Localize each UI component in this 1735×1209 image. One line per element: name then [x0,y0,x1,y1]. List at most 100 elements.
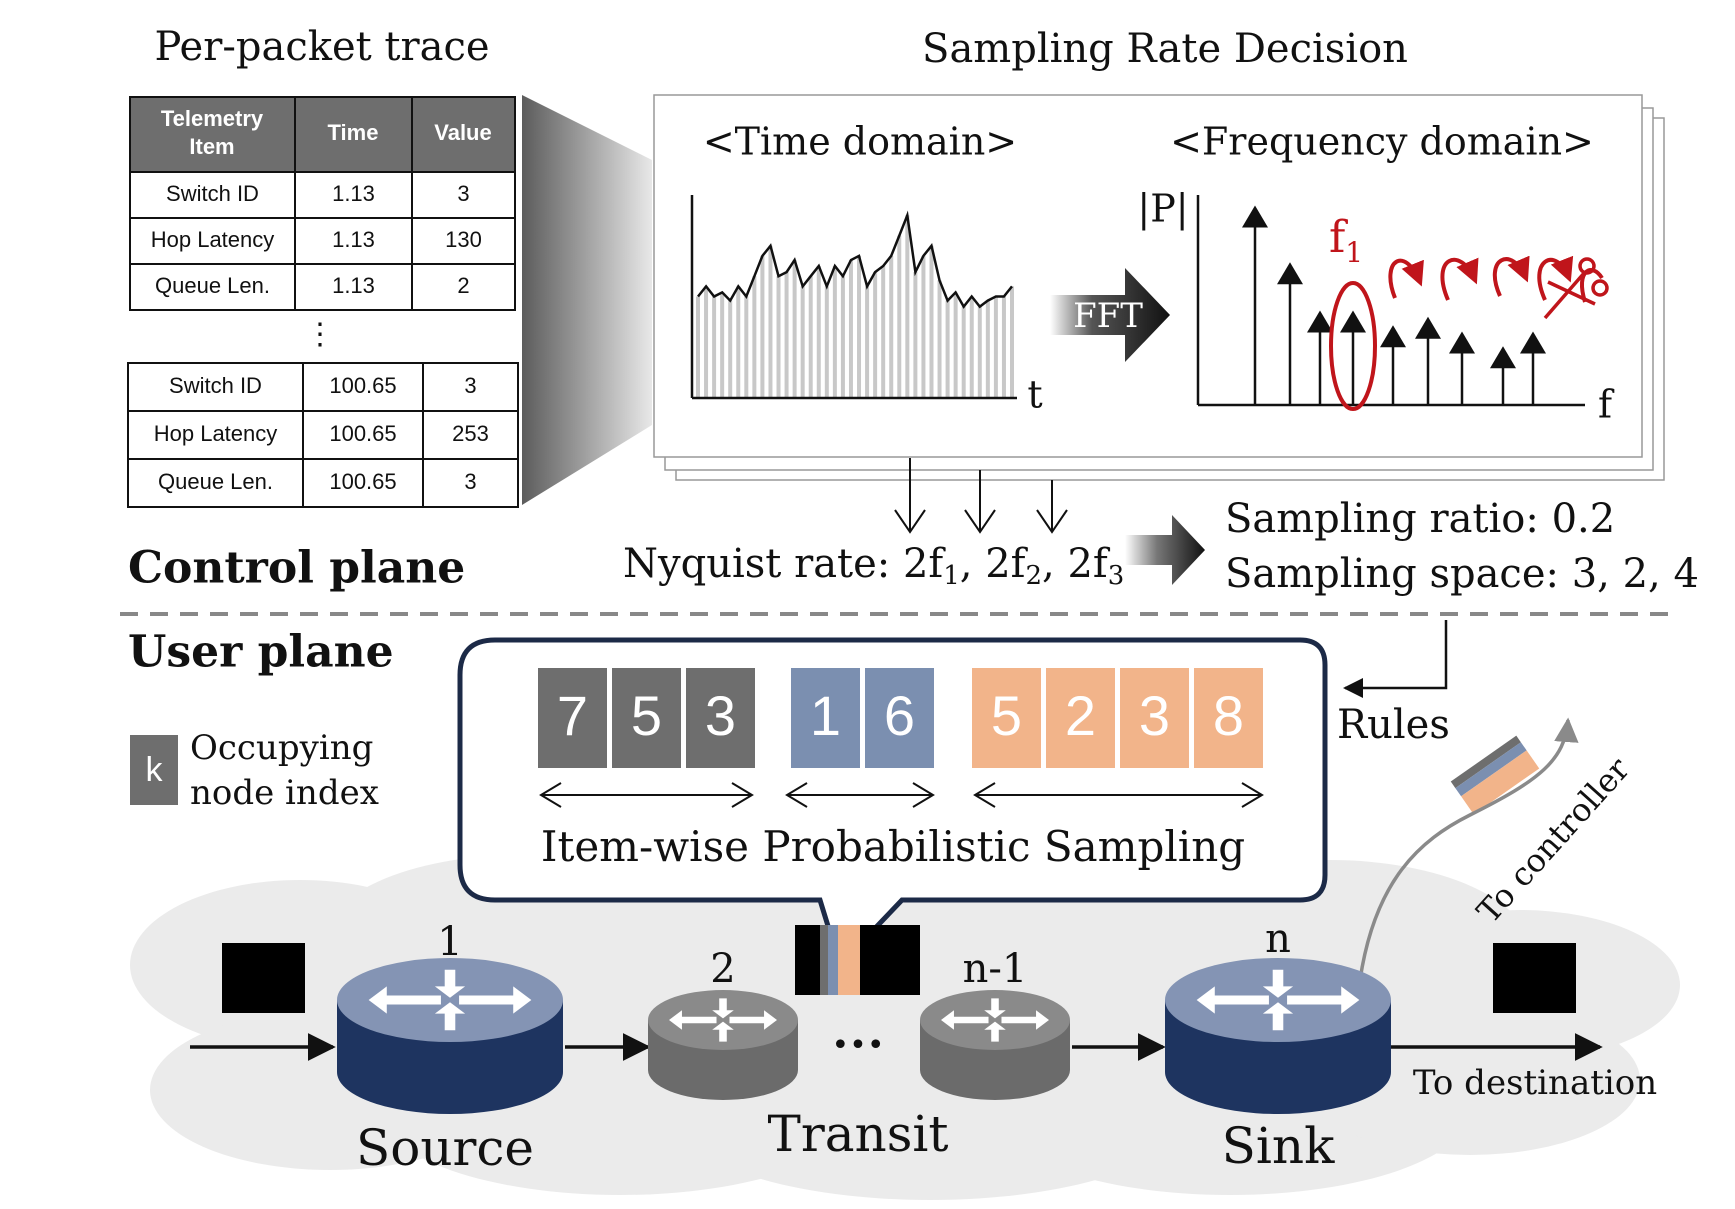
item-digit-1-1: 7 [557,684,588,747]
range-arrow-3-right [1241,782,1264,808]
user-plane-label: User plane [128,627,394,678]
header-value: Value [434,120,491,145]
item-box-2-2 [865,668,934,768]
f1-highlight-ellipse [1329,281,1377,411]
item-box-1-3 [686,668,755,768]
node-label-n: n [1265,916,1291,962]
bottom-row-cell-1-2 [422,410,519,460]
top-row-text-0-2: 3 [457,181,469,206]
freq-component-head [1307,310,1333,333]
bottom-row-text-0-2: 3 [464,373,476,398]
top-row-cell-2-2 [411,263,516,311]
node-label-n-1: n-1 [963,946,1028,992]
node-label-2: 2 [710,946,735,992]
item-box-3-3 [1120,668,1189,768]
transit-label: Transit [767,1105,948,1163]
legend-symbol: k [146,751,164,789]
sampling-ratio-text: Sampling ratio: 0.2 [1225,496,1615,542]
sampling-space-text: Sampling space: 3, 2, 4 [1225,551,1699,597]
time-series-line [697,210,1013,309]
legend-line-2: node index [190,773,379,813]
top-row-text-0-1: 1.13 [332,181,375,206]
table-ellipsis: ⋮ [305,317,335,352]
legend-swatch [130,735,178,805]
header-time: Time [328,120,379,145]
transit-dots: ••• [831,1028,884,1063]
bottom-row-cell-1-0 [127,410,304,460]
range-arrow-1-right [731,782,754,808]
bottom-row-text-1-1: 100.65 [329,421,396,446]
time-domain-plot: t [690,195,1043,417]
item-digit-3-1: 5 [991,684,1022,747]
bottom-row-text-0-0: Switch ID [169,373,262,398]
decision-arrow [1125,515,1205,585]
cut-arrow-1 [1388,258,1424,299]
fft-label: FFT [1073,296,1143,336]
top-row-cell-2-0 [129,263,296,311]
freq-component-head [1277,262,1303,285]
transit-router-2 [648,990,798,1100]
control-plane-label: Control plane [128,543,465,594]
node-label-1: 1 [437,919,462,965]
item-digit-3-2: 2 [1065,684,1096,747]
time-axis-label: t [1027,373,1042,417]
range-arrow-2-left [785,782,808,808]
bottom-row-cell-2-2 [422,458,519,508]
freq-axis-label: f [1598,383,1615,427]
item-digit-3-3: 3 [1139,684,1170,747]
top-row-text-1-2: 130 [445,227,482,252]
decision-title: Sampling Rate Decision [922,26,1408,72]
item-box-1-2 [612,668,681,768]
freq-component-head [1415,316,1441,339]
item-box-3-1 [972,668,1041,768]
freq-domain-label: <Frequency domain> [1170,120,1594,164]
freq-component-head [1242,205,1268,228]
trace-title: Per-packet trace [154,24,489,70]
freq-component-head [1449,331,1475,354]
item-box-1-1 [538,668,607,768]
down-arrow-1-head [894,509,926,534]
top-row-text-2-0: Queue Len. [155,273,270,298]
bottom-row-text-0-1: 100.65 [329,373,396,398]
bottom-row-cell-2-1 [302,458,424,508]
packet-incoming [222,943,305,1013]
packet-to-controller [1450,735,1540,815]
item-digit-3-4: 8 [1213,684,1244,747]
top-row-text-1-0: Hop Latency [151,227,275,252]
item-box-3-4 [1194,668,1263,768]
bottom-row-text-2-1: 100.65 [329,469,396,494]
sink-router [1165,958,1391,1114]
item-box-3-2 [1046,668,1115,768]
range-arrow-3-left [973,782,996,808]
rules-arrow [1343,620,1448,698]
item-digit-2-2: 6 [884,684,915,747]
nyquist-rate-text: Nyquist rate: 2f1, 2f2, 2f3 [623,541,1124,591]
bottom-row-cell-0-1 [302,362,424,412]
item-digit-1-3: 3 [705,684,736,747]
to-controller-arrow [1358,717,1579,981]
top-row-cell-1-1 [294,217,413,265]
packet-transit [795,925,920,995]
bottom-row-text-1-0: Hop Latency [154,421,278,446]
top-row-text-2-1: 1.13 [332,273,375,298]
cut-arrow-4 [1537,255,1574,301]
scissors-icon [1543,257,1609,320]
time-domain-label: <Time domain> [703,120,1017,164]
transit-router-n-1 [920,990,1070,1100]
freq-component-head [1520,331,1546,354]
bottom-row-text-2-2: 3 [464,469,476,494]
sampling-label: Item-wise Probabilistic Sampling [541,822,1245,871]
cut-arrow-2 [1440,257,1479,301]
bottom-row-text-1-2: 253 [452,421,489,446]
router-arrows-icon [669,998,777,1042]
rules-label: Rules [1337,702,1450,748]
zoom-funnel [522,95,652,505]
item-box-2-1 [791,668,860,768]
bottom-row-text-2-0: Queue Len. [158,469,273,494]
down-arrow-3-head [1036,509,1068,534]
bottom-row-cell-2-0 [127,458,304,508]
source-router [337,958,563,1114]
